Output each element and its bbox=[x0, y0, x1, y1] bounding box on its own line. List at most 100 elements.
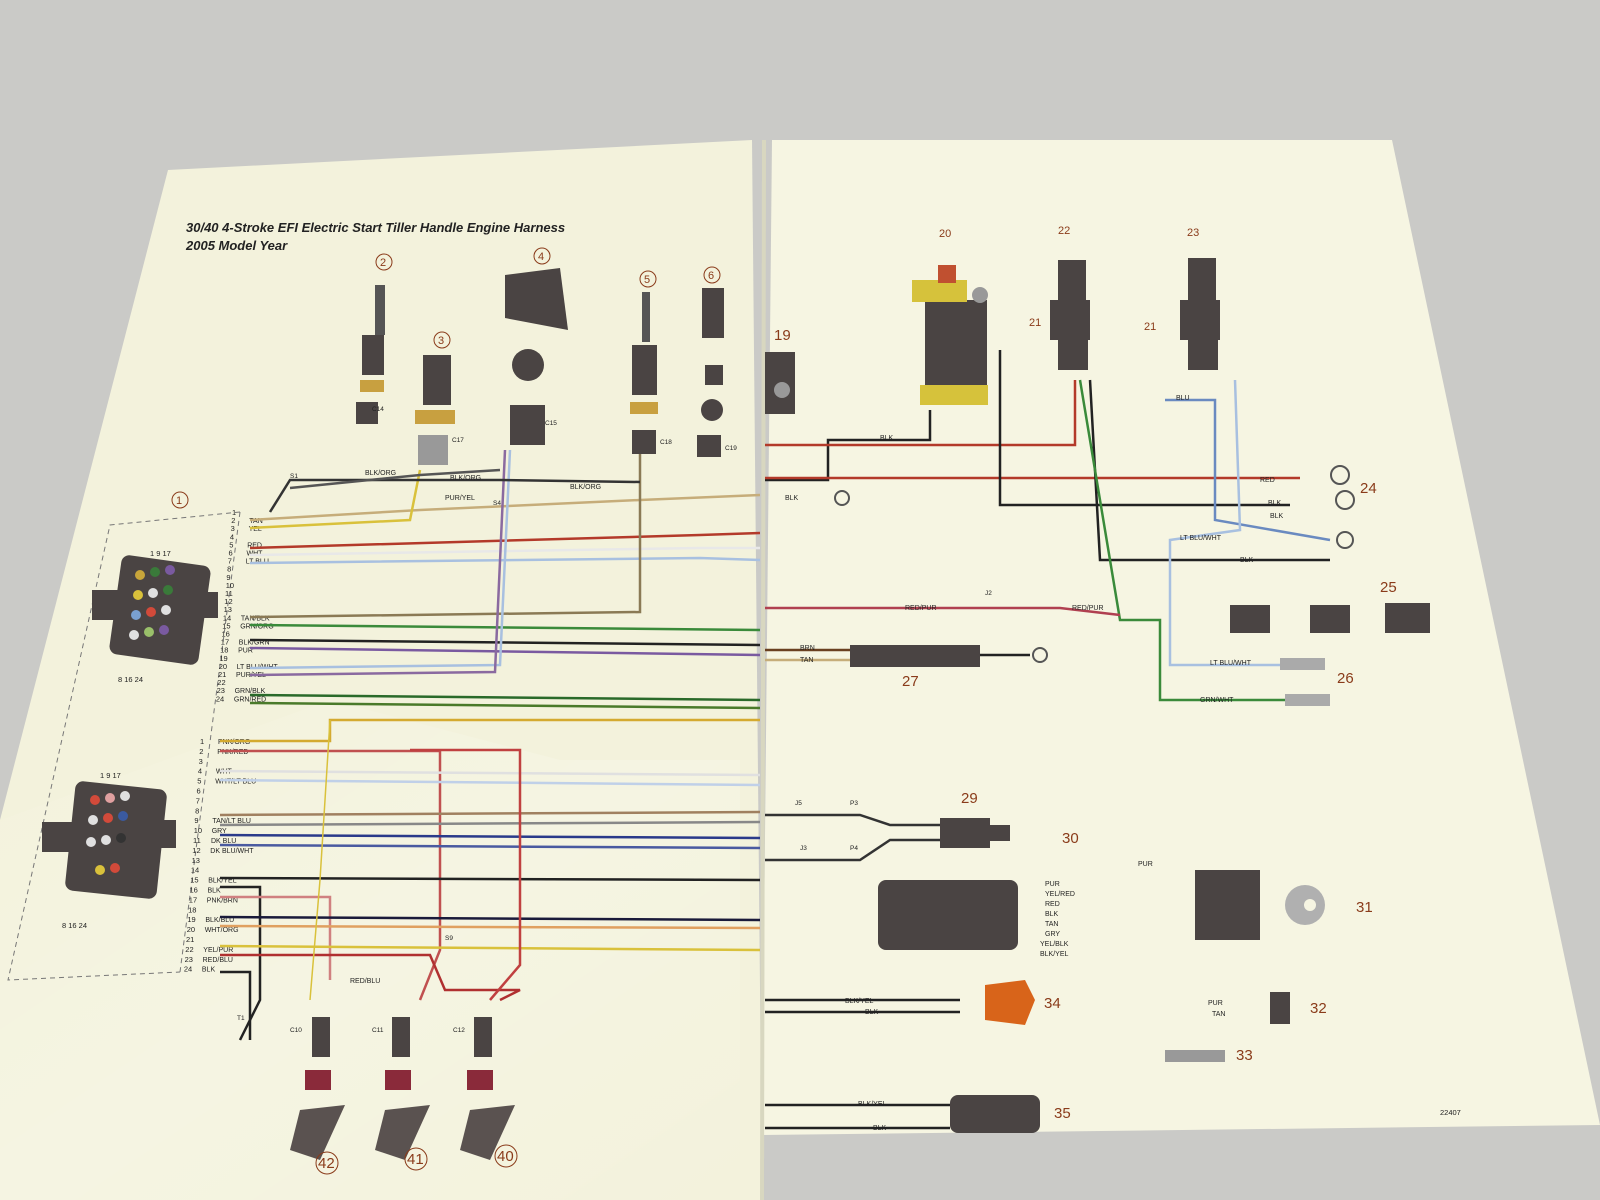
bottom-harness-pin-number: 13 bbox=[192, 856, 200, 865]
bottom-harness-pin-number: 16 bbox=[190, 886, 198, 895]
top-harness-pin-number: 24 bbox=[216, 694, 224, 703]
ecu-bottom-grid-top-label: 1 9 17 bbox=[100, 771, 121, 780]
connector-codes-left: C14 C15 C18 C19 C17 S1 S4 S9 T1 bbox=[237, 406, 737, 1022]
callout-31: 31 bbox=[1356, 899, 1373, 916]
ecu-top-grid-top-label: 1 9 17 bbox=[150, 549, 171, 558]
diagram-title: 30/40 4-Stroke EFI Electric Start Tiller… bbox=[186, 220, 565, 235]
sensor-5 bbox=[630, 292, 658, 454]
callout-22: 22 bbox=[1058, 225, 1070, 237]
wire-red bbox=[249, 531, 761, 550]
top-harness-pin-number: 21 bbox=[218, 670, 226, 679]
page-gutter bbox=[760, 139, 766, 1200]
diagram-subtitle: 2005 Model Year bbox=[185, 238, 288, 253]
top-harness-pin-number: 9 bbox=[226, 573, 230, 582]
top-harness-pin-label: RED bbox=[247, 542, 262, 549]
bottom-harness-pin-label: BLK/BLU bbox=[205, 917, 234, 924]
bottom-harness-pin-number: 5 bbox=[197, 777, 201, 786]
wire-labels-left: BLK/ORG BLK/ORG BLK/ORG PUR/YEL RED/BLU bbox=[350, 470, 601, 985]
top-harness-pin-number: 17 bbox=[221, 638, 229, 647]
bottom-harness-pin-label: DK BLU bbox=[211, 838, 236, 845]
label-pur-yel: PUR/YEL bbox=[445, 495, 475, 502]
label-r-brn: BRN bbox=[800, 645, 815, 652]
wire-puryel bbox=[249, 449, 507, 677]
sensor-3 bbox=[415, 355, 455, 465]
callout-26: 26 bbox=[1337, 670, 1354, 687]
relay-23 bbox=[1180, 258, 1220, 370]
label-r-pur-3: PUR bbox=[1208, 1000, 1223, 1007]
bottom-harness-pin-number: 21 bbox=[186, 935, 194, 944]
label-r-red-2: RED bbox=[1045, 901, 1060, 908]
label-r-blk-4: BLK bbox=[1270, 513, 1284, 520]
label-r-ltbluwht-2: LT BLU/WHT bbox=[1210, 660, 1252, 667]
wire-pur bbox=[249, 646, 761, 657]
wire-blk-ground bbox=[220, 970, 252, 1040]
ecu-bottom-grid-bottom-label: 8 16 24 bbox=[62, 921, 87, 930]
wire-dkblu bbox=[219, 833, 761, 840]
bottom-harness-pin-number: 3 bbox=[199, 757, 203, 766]
label-r-blu: BLU bbox=[1176, 395, 1190, 402]
callout-5: 5 bbox=[644, 274, 650, 286]
wire-r-redpur bbox=[765, 606, 1121, 617]
wire-r-blk2 bbox=[998, 350, 1290, 507]
code-s9: S9 bbox=[445, 935, 453, 942]
callout-19: 19 bbox=[774, 327, 791, 344]
callout-40: 40 bbox=[497, 1148, 514, 1165]
component-25 bbox=[1230, 603, 1430, 633]
component-32 bbox=[1270, 992, 1290, 1024]
bottom-harness-pin-label: BLK bbox=[208, 888, 222, 895]
top-harness-pin-number: 7 bbox=[228, 557, 232, 566]
wires-right bbox=[765, 350, 1331, 1130]
wire-yelpur bbox=[219, 944, 761, 952]
callout-4: 4 bbox=[538, 251, 544, 263]
top-harness-pin-number: 23 bbox=[217, 686, 225, 695]
wire-blkgrn bbox=[249, 638, 761, 647]
label-r-blkyel-3: BLK/YEL bbox=[858, 1101, 887, 1108]
label-red-blu: RED/BLU bbox=[350, 978, 380, 985]
top-harness-pin-number: 15 bbox=[222, 621, 230, 630]
top-harness-pin-number: 20 bbox=[219, 662, 227, 671]
code-t1: T1 bbox=[237, 1015, 245, 1022]
wire-wht bbox=[249, 546, 760, 557]
top-harness-pin-label: BLK/GRN bbox=[239, 640, 270, 647]
bottom-harness-pin-number: 2 bbox=[199, 747, 203, 756]
wire-r-red bbox=[765, 380, 1077, 447]
label-blk-org-2: BLK/ORG bbox=[450, 475, 481, 482]
label-r-blk-7: BLK bbox=[865, 1009, 879, 1016]
bottom-harness-pin-label: YEL/PUR bbox=[203, 947, 233, 954]
top-harness-pin-number: 10 bbox=[226, 581, 234, 590]
ecu-boundary bbox=[7, 511, 241, 981]
ecu-top-grid-bottom-label: 8 16 24 bbox=[118, 675, 143, 684]
bottom-harness-pin-number: 20 bbox=[187, 925, 195, 934]
callout-42: 42 bbox=[318, 1155, 335, 1172]
callout-25: 25 bbox=[1380, 579, 1397, 596]
top-harness-pin-number: 8 bbox=[227, 565, 231, 574]
code-c10: C10 bbox=[290, 1027, 302, 1034]
label-r-blk-1: BLK bbox=[880, 435, 894, 442]
callout-29: 29 bbox=[961, 790, 978, 807]
callout-35: 35 bbox=[1054, 1105, 1071, 1122]
bottom-harness-pin-number: 19 bbox=[187, 915, 195, 924]
top-harness-pin-number: 11 bbox=[225, 589, 233, 598]
wire-red-loop bbox=[410, 748, 522, 1001]
callout-34: 34 bbox=[1044, 995, 1061, 1012]
ecu-pin-dots-bottom bbox=[86, 791, 130, 875]
code-c11: C11 bbox=[372, 1027, 384, 1034]
sensor-33 bbox=[1165, 1050, 1225, 1062]
code-p3: P3 bbox=[850, 800, 858, 807]
callout-32: 32 bbox=[1310, 1000, 1327, 1017]
bottom-harness-pin-number: 18 bbox=[188, 905, 196, 914]
top-harness-pin-number: 14 bbox=[223, 613, 231, 622]
bottom-harness-pin-label: PNK/ORG bbox=[218, 739, 250, 746]
label-blk-org-1: BLK/ORG bbox=[365, 470, 396, 477]
sensor-6 bbox=[697, 288, 724, 457]
label-r-redpur-2: RED/PUR bbox=[1072, 605, 1104, 612]
bottom-harness-pin-number: 23 bbox=[185, 955, 193, 964]
label-r-blk-5: BLK bbox=[1240, 557, 1254, 564]
bottom-harness-pin-number: 7 bbox=[196, 796, 200, 805]
callout-33: 33 bbox=[1236, 1047, 1253, 1064]
callout-group-right: 19 20 21 21 22 23 24 25 26 27 29 30 31 3… bbox=[774, 225, 1397, 1122]
code-j5: J5 bbox=[795, 800, 802, 807]
callout-30: 30 bbox=[1062, 830, 1079, 847]
